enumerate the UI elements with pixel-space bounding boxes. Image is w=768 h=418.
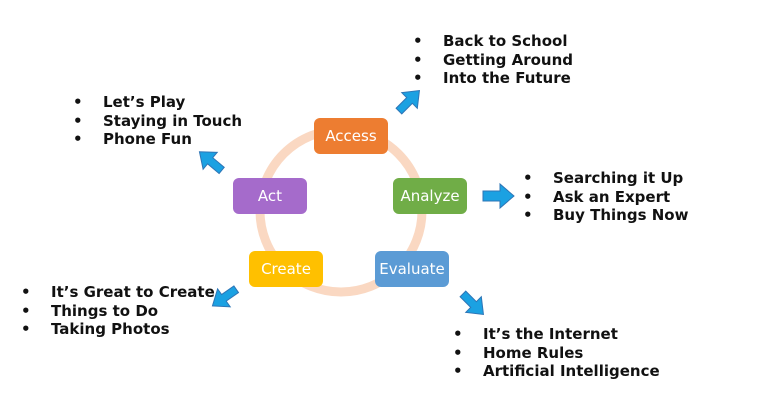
topic-item: •Home Rules xyxy=(453,343,584,362)
topic-item: •It’s the Internet xyxy=(453,325,618,343)
topic-list-evaluate: •It’s the Internet •Home Rules •Artifici… xyxy=(453,325,660,381)
arrow-access-icon xyxy=(395,89,421,115)
arrow-analyze-icon xyxy=(482,182,515,210)
stage-act-label: Act xyxy=(257,187,283,205)
stage-evaluate-label: Evaluate xyxy=(379,260,445,278)
stage-create-label: Create xyxy=(261,260,311,278)
stage-act: Act xyxy=(233,178,307,214)
topic-item: •Back to School xyxy=(413,32,568,50)
stage-analyze-label: Analyze xyxy=(400,187,460,205)
stage-access: Access xyxy=(314,118,388,154)
topic-item: •Buy Things Now xyxy=(523,206,689,225)
stage-evaluate: Evaluate xyxy=(375,251,449,287)
topic-item: •Into the Future xyxy=(413,69,571,88)
topic-list-access: •Back to School •Getting Around •Into th… xyxy=(413,32,573,88)
topic-item: •Let’s Play xyxy=(73,93,186,111)
arrow-act-icon xyxy=(198,151,225,175)
topic-list-act: •Let’s Play •Staying in Touch •Phone Fun xyxy=(73,93,242,149)
stage-analyze: Analyze xyxy=(393,178,467,214)
stage-access-label: Access xyxy=(325,127,377,145)
topic-item: •It’s Great to Create xyxy=(21,283,215,301)
topic-item: •Staying in Touch xyxy=(73,111,243,130)
topic-list-create: •It’s Great to Create •Things to Do •Tak… xyxy=(21,283,215,339)
topic-item: •Searching it Up xyxy=(523,169,684,187)
topic-item: •Things to Do xyxy=(21,301,159,320)
topic-item: •Ask an Expert xyxy=(523,187,671,206)
topic-item: •Phone Fun xyxy=(73,130,192,149)
topic-item: •Getting Around xyxy=(413,50,574,69)
topic-item: •Artificial Intelligence xyxy=(453,362,660,381)
arrow-create-icon xyxy=(211,285,240,308)
stage-create: Create xyxy=(249,251,323,287)
topic-list-analyze: •Searching it Up •Ask an Expert •Buy Thi… xyxy=(523,169,688,225)
arrow-evaluate-icon xyxy=(459,290,485,316)
topic-item: •Taking Photos xyxy=(21,320,170,339)
